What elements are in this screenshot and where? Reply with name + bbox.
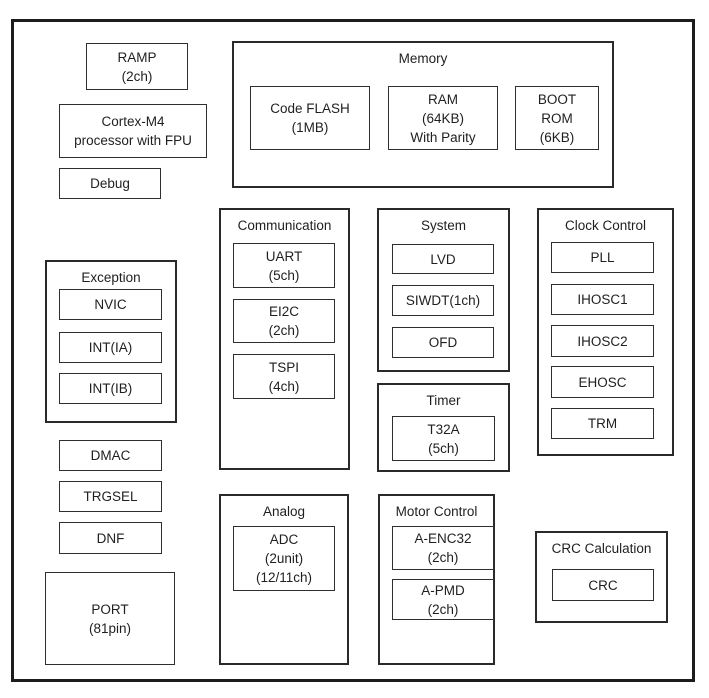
block-label: A-ENC32 <box>414 531 472 546</box>
group-clock-control: Clock Control PLL IHOSC1 IHOSC2 EHOSC TR… <box>537 208 674 456</box>
block-label: NVIC <box>94 297 127 312</box>
block-t32a: T32A (5ch) <box>392 416 495 461</box>
block-ofd: OFD <box>392 327 494 358</box>
block-ihosc1: IHOSC1 <box>551 284 654 315</box>
block-tspi: TSPI (4ch) <box>233 354 335 399</box>
block-label: EI2C <box>268 304 299 319</box>
group-title-exception: Exception <box>81 270 141 285</box>
block-label: BOOT <box>537 91 577 107</box>
group-title-timer: Timer <box>426 393 461 408</box>
block-label: PLL <box>590 250 615 265</box>
block-label: Cortex-M4 <box>101 114 165 129</box>
block-label: LVD <box>430 251 456 267</box>
block-ram: RAM (64KB) With Parity <box>388 86 498 150</box>
block-label: TRM <box>587 416 618 431</box>
block-label: INT(IB) <box>88 381 133 396</box>
block-label: INT(IA) <box>88 340 133 355</box>
block-label: TSPI <box>268 359 299 375</box>
block-label: Debug <box>90 176 130 191</box>
block-port: PORT (81pin) <box>45 572 175 665</box>
block-label: IHOSC2 <box>577 333 628 349</box>
group-title-analog: Analog <box>262 504 306 519</box>
block-label: RAMP <box>117 49 157 65</box>
block-label: (4ch) <box>268 378 300 394</box>
block-crc: CRC <box>552 569 654 601</box>
group-analog: Analog ADC (2unit) (12/11ch) <box>219 494 349 665</box>
block-pll: PLL <box>551 242 654 273</box>
block-label: (2ch) <box>427 601 459 617</box>
block-label: (81pin) <box>88 620 132 636</box>
group-title-system: System <box>420 218 466 233</box>
diagram-outer-border: RAMP (2ch) Cortex-M4 processor with FPU … <box>11 19 695 682</box>
block-lvd: LVD <box>392 244 494 274</box>
group-crc-calculation: CRC Calculation CRC <box>535 531 668 623</box>
block-boot-rom: BOOT ROM (6KB) <box>515 86 599 150</box>
block-ehosc: EHOSC <box>551 366 654 398</box>
block-label: (2unit) <box>264 551 304 566</box>
block-ei2c: EI2C (2ch) <box>233 299 335 343</box>
block-label: T32A <box>427 421 460 437</box>
block-a-pmd: A-PMD (2ch) <box>392 579 494 620</box>
block-label: ADC <box>269 532 299 547</box>
block-label: With Parity <box>410 129 476 145</box>
block-label: A-PMD <box>421 582 465 598</box>
block-code-flash: Code FLASH (1MB) <box>250 86 370 150</box>
group-communication: Communication UART (5ch) EI2C (2ch) TSPI… <box>219 208 350 470</box>
block-ihosc2: IHOSC2 <box>551 325 654 357</box>
block-label: EHOSC <box>578 374 627 390</box>
group-timer: Timer T32A (5ch) <box>377 383 510 472</box>
block-label: ROM <box>541 110 573 126</box>
block-uart: UART (5ch) <box>233 243 335 288</box>
block-label: OFD <box>428 335 458 350</box>
block-label: DNF <box>96 530 125 546</box>
block-int-ib: INT(IB) <box>59 373 162 404</box>
block-int-ia: INT(IA) <box>59 332 162 363</box>
block-label: (2ch) <box>121 68 153 84</box>
block-label: (64KB) <box>421 110 465 126</box>
block-nvic: NVIC <box>59 289 162 320</box>
block-label: SIWDT(1ch) <box>405 293 481 308</box>
block-cortex-m4: Cortex-M4 processor with FPU <box>59 104 207 158</box>
block-label: DMAC <box>90 448 131 463</box>
block-dmac: DMAC <box>59 440 162 471</box>
group-title-motor-control: Motor Control <box>395 504 478 519</box>
block-label: IHOSC1 <box>577 292 628 307</box>
block-trm: TRM <box>551 408 654 439</box>
group-memory: Memory Code FLASH (1MB) RAM (64KB) With … <box>232 41 614 188</box>
block-label: Code FLASH <box>270 101 350 116</box>
block-label: (2ch) <box>427 550 459 565</box>
block-label: processor with FPU <box>74 133 192 148</box>
block-a-enc32: A-ENC32 (2ch) <box>392 526 494 570</box>
block-debug: Debug <box>59 168 161 199</box>
block-siwdt: SIWDT(1ch) <box>392 285 494 316</box>
group-title-clock-control: Clock Control <box>564 218 647 233</box>
group-title-communication: Communication <box>237 218 332 233</box>
block-label: (1MB) <box>291 120 329 135</box>
block-label: (5ch) <box>428 440 459 456</box>
group-exception: Exception NVIC INT(IA) INT(IB) <box>45 260 177 423</box>
block-label: TRGSEL <box>83 489 138 504</box>
block-adc: ADC (2unit) (12/11ch) <box>233 526 335 591</box>
block-label: (6KB) <box>539 129 575 145</box>
block-label: CRC <box>588 577 618 593</box>
group-system: System LVD SIWDT(1ch) OFD <box>377 208 510 372</box>
block-label: (12/11ch) <box>255 570 313 585</box>
block-label: RAM <box>428 91 458 107</box>
group-motor-control: Motor Control A-ENC32 (2ch) A-PMD (2ch) <box>378 494 495 665</box>
group-title-crc-calculation: CRC Calculation <box>551 541 652 556</box>
block-label: UART <box>265 248 303 264</box>
group-title-memory: Memory <box>398 51 448 66</box>
block-label: (2ch) <box>268 323 300 338</box>
block-trgsel: TRGSEL <box>59 481 162 512</box>
block-dnf: DNF <box>59 522 162 554</box>
block-label: PORT <box>91 601 129 617</box>
block-label: (5ch) <box>268 267 300 283</box>
block-ramp: RAMP (2ch) <box>86 43 188 90</box>
